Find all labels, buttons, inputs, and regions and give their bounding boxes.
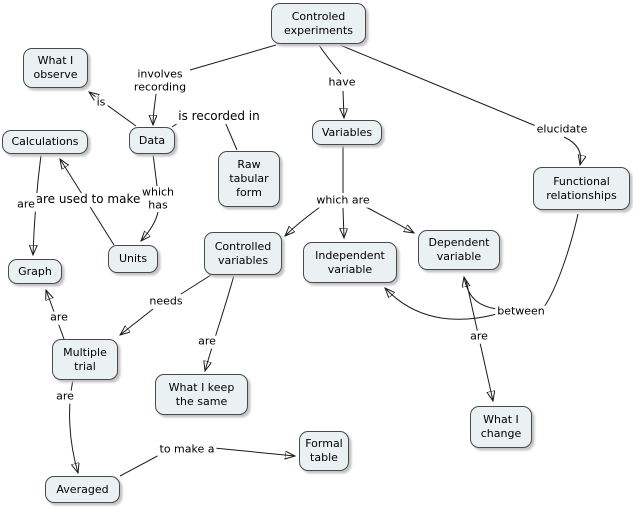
link-to-make-a-to-formal-table [213, 447, 295, 456]
link-label-are-trial-averaged[interactable]: are [54, 389, 76, 404]
node-graph[interactable]: Graph [8, 259, 62, 284]
node-calculations[interactable]: Calculations [2, 130, 88, 154]
node-what-i-observe[interactable]: What I observe [23, 48, 88, 88]
node-data[interactable]: Data [129, 127, 175, 154]
node-what-i-change[interactable]: What I change [470, 406, 532, 448]
node-raw-tabular-form[interactable]: Raw tabular form [218, 151, 280, 207]
link-needs-to-multiple-trial [120, 308, 154, 335]
link-averaged-to-to-make-a [119, 452, 164, 477]
node-averaged[interactable]: Averaged [45, 476, 120, 503]
link-label-which-are[interactable]: which are [314, 193, 372, 208]
link-label-which-has[interactable]: which has [139, 185, 177, 212]
link-label-elucidate[interactable]: elucidate [534, 122, 590, 137]
link-label-are-calculations-graph[interactable]: are [15, 197, 37, 212]
link-label-are-variable-change[interactable]: are [468, 329, 490, 344]
link-which-has-to-units [141, 211, 159, 241]
link-functional-relationships-to-between [543, 213, 579, 308]
link-experiments-to-elucidate [339, 44, 537, 127]
link-is-recorded-in-to-raw-tabular-form [224, 121, 238, 151]
link-label-are-used-to-make[interactable]: are used to make [33, 192, 143, 207]
link-which-are-to-independent-variable [343, 207, 344, 238]
link-label-involves-recording[interactable]: involves recording [131, 67, 189, 94]
link-label-are-trial-graph[interactable]: are [48, 310, 70, 325]
node-controlled-variables[interactable]: Controlled variables [204, 232, 282, 275]
link-elucidate-to-functional-relationships [563, 136, 581, 165]
link-label-are-controlled-same[interactable]: are [196, 334, 218, 349]
link-label-needs[interactable]: needs [147, 294, 185, 309]
link-controlled-variables-to-needs [180, 274, 212, 295]
link-which-are-to-controlled-variables [285, 206, 321, 236]
link-have-to-variables [343, 90, 344, 118]
link-controlled-variables-are-what-i-keep-the-same [205, 274, 235, 371]
link-label-is-recorded-in[interactable]: is recorded in [176, 109, 262, 124]
node-functional-relationships[interactable]: Functional relationships [533, 167, 630, 210]
link-label-to-make-a[interactable]: to make a [157, 442, 217, 457]
node-multiple-trial[interactable]: Multiple trial [52, 339, 118, 380]
link-experiments-to-have [318, 44, 342, 75]
link-which-are-to-dependent-variable [365, 206, 414, 233]
node-dependent-variable[interactable]: Dependent variable [418, 230, 500, 270]
link-label-between[interactable]: between [495, 304, 547, 319]
link-multiple-trial-are-averaged [69, 379, 78, 473]
link-data-to-which-has [152, 153, 158, 187]
node-what-i-keep-the-same[interactable]: What I keep the same [155, 374, 248, 415]
link-label-have[interactable]: have [326, 75, 358, 90]
node-units[interactable]: Units [108, 245, 158, 273]
link-experiments-to-involves-recording [189, 44, 277, 71]
link-label-is[interactable]: is [94, 95, 108, 110]
link-involves-recording-to-data [153, 93, 156, 125]
node-formal-table[interactable]: Formal table [299, 431, 349, 471]
link-between-to-dependent-variable [464, 277, 498, 310]
node-controled-experiments[interactable]: Controled experiments [271, 3, 366, 44]
node-variables[interactable]: Variables [312, 120, 382, 145]
link-between-to-independent-variable [385, 288, 498, 320]
node-independent-variable[interactable]: Independent variable [303, 242, 397, 283]
